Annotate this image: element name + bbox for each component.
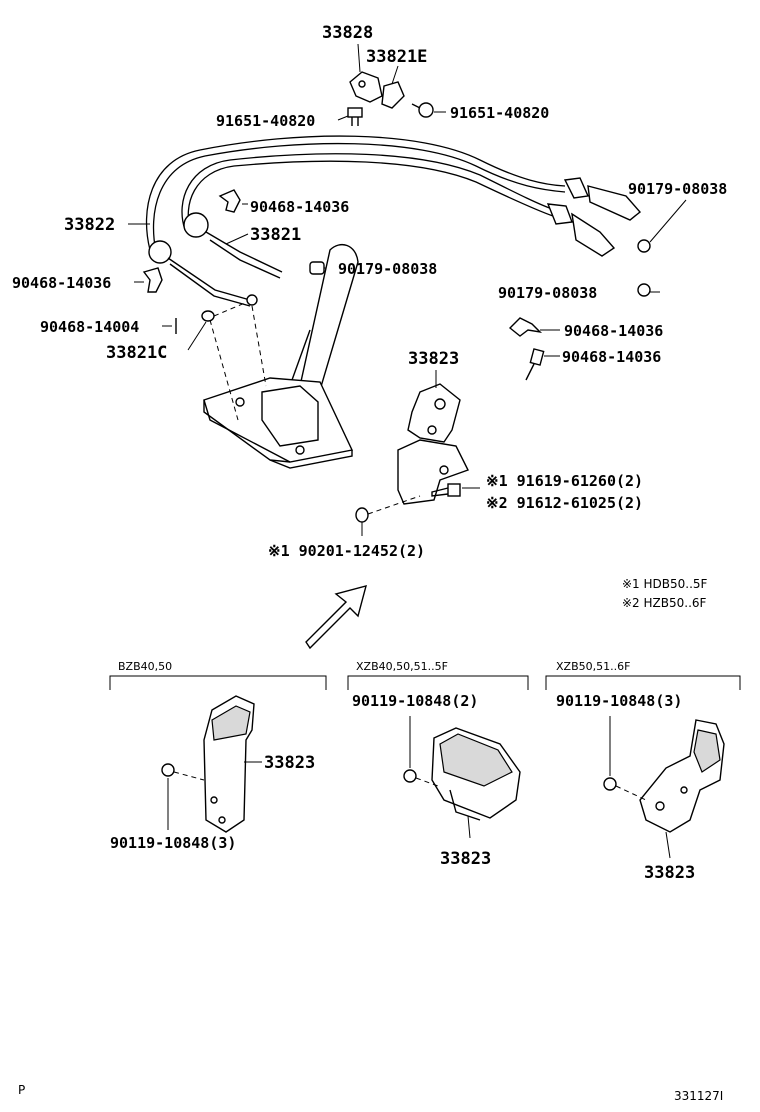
callout-33823-v2: 33823 [440, 849, 491, 869]
callout-90119-10848-v1: 90119-10848(3) [110, 834, 236, 852]
callout-90179-08038-center: 90179-08038 [338, 260, 437, 278]
bolt-91619-61260 [431, 483, 461, 497]
callout-33821c: 33821C [106, 343, 167, 363]
callout-33821e: 33821E [366, 47, 427, 67]
cable-bracket-33828 [349, 71, 405, 109]
variant-label-2: XZB40,50,51..5F [356, 660, 448, 673]
callout-90179-08038-top-right: 90179-08038 [628, 180, 727, 198]
variant-bracket-line-3 [545, 675, 741, 690]
footer-left: P [18, 1083, 25, 1097]
callout-90468-14036-upper: 90468-14036 [250, 198, 349, 216]
variant-label-3: XZB50,51..6F [556, 660, 630, 673]
clip-90468-right-upper [508, 317, 543, 337]
shift-lever-assembly [203, 243, 359, 469]
note-1: ※1 HDB50..5F [622, 577, 708, 591]
grommet-90179-upper-right [637, 239, 651, 253]
callout-91612-61025: ※2 91612-61025(2) [486, 494, 643, 512]
clip-90468-upper [218, 189, 241, 213]
variant-bracket-line-2 [347, 675, 529, 690]
direction-arrow [305, 585, 367, 650]
note-2: ※2 HZB50..6F [622, 596, 707, 610]
callout-90468-14004: 90468-14004 [40, 318, 139, 336]
callout-90119-10848-v2: 90119-10848(2) [352, 692, 478, 710]
callout-90468-14036-right-upper: 90468-14036 [564, 322, 663, 340]
callout-33821: 33821 [250, 225, 301, 245]
callout-33823-main: 33823 [408, 349, 459, 369]
bolt-91651-right [411, 102, 434, 118]
callout-90119-10848-v3: 90119-10848(3) [556, 692, 682, 710]
callout-91651-40820-right: 91651-40820 [450, 104, 549, 122]
clip-90468-left [142, 267, 163, 293]
callout-90179-08038-lower-right: 90179-08038 [498, 284, 597, 302]
variant1-bracket-33823 [203, 695, 255, 833]
callout-90201-12452: ※1 90201-12452(2) [268, 542, 425, 560]
callout-33823-v1: 33823 [264, 753, 315, 773]
transmission-control-cable-33822 [145, 135, 642, 307]
variant-label-1: BZB40,50 [118, 660, 172, 673]
grommet-90179-lower-right [637, 283, 651, 297]
variant2-bolt-90119 [403, 769, 439, 787]
nut-90201-12452 [355, 507, 369, 523]
variant3-bolt-90119 [603, 777, 647, 801]
grommet-90179-center [309, 261, 325, 275]
callout-90468-14036-right-lower: 90468-14036 [562, 348, 661, 366]
callout-90468-14036-left: 90468-14036 [12, 274, 111, 292]
clip-90468-right-lower [525, 348, 545, 381]
callout-33823-v3: 33823 [644, 863, 695, 883]
variant1-bolt-90119 [161, 763, 205, 781]
variant-bracket-line-1 [109, 675, 327, 690]
variant3-bracket-33823 [639, 719, 725, 833]
shift-cable-bracket-33823 [397, 383, 469, 505]
callout-33822: 33822 [64, 215, 115, 235]
washer-33821C [201, 310, 215, 322]
footer-code: 331127I [674, 1089, 723, 1103]
variant2-bracket-33823 [431, 727, 521, 821]
callout-33828: 33828 [322, 23, 373, 43]
bolt-91651-left [347, 107, 363, 126]
callout-91651-40820-left: 91651-40820 [216, 112, 315, 130]
transmission-control-cable-33821 [181, 153, 616, 279]
callout-91619-61260: ※1 91619-61260(2) [486, 472, 643, 490]
